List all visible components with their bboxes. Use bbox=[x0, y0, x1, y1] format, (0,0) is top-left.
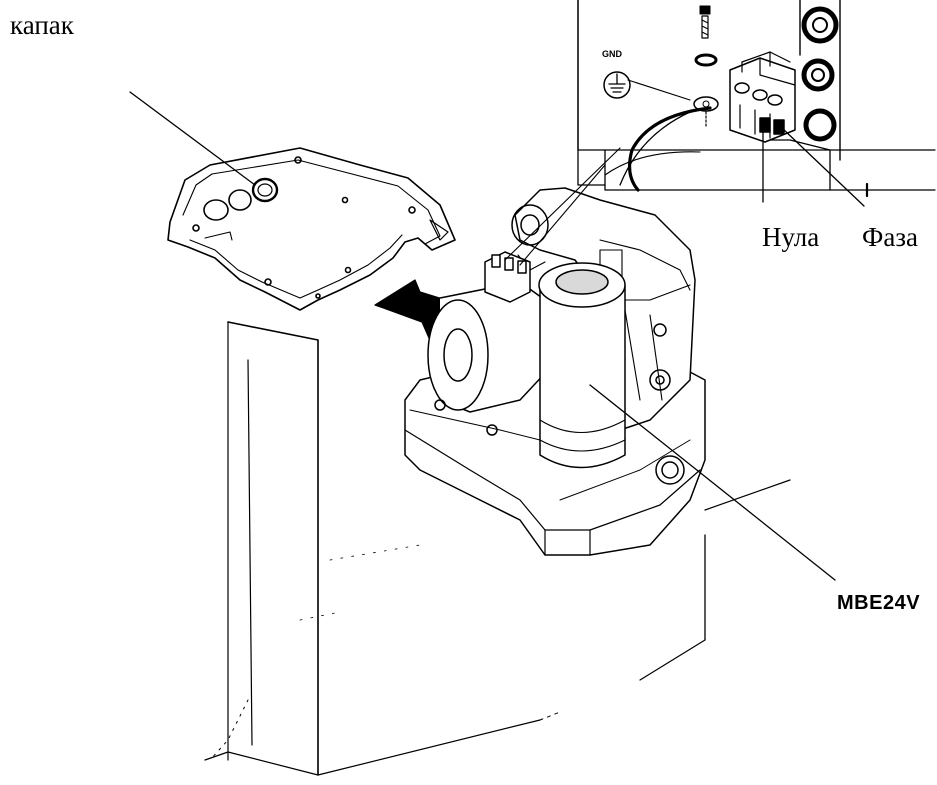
cable-gland bbox=[604, 0, 841, 176]
cover-leader-line bbox=[129, 91, 256, 186]
cover-hole bbox=[228, 189, 252, 211]
mounting-post bbox=[204, 321, 791, 776]
terminal-block bbox=[484, 251, 531, 303]
motor-model-label: MBE24V bbox=[837, 592, 921, 614]
terminal-block-detail bbox=[729, 51, 796, 143]
ground-symbol-icon bbox=[603, 71, 631, 99]
gate-operator-unit bbox=[404, 187, 706, 556]
cover-label: капак bbox=[10, 10, 74, 40]
gnd-label: GND bbox=[602, 49, 622, 59]
phase-label: Фаза bbox=[862, 222, 918, 252]
detail-inset bbox=[504, 0, 936, 266]
neutral-label: Нула bbox=[762, 222, 820, 252]
phase-leader-line bbox=[781, 127, 865, 207]
screw-icon bbox=[699, 5, 711, 39]
cover-plate bbox=[167, 147, 456, 311]
motor-leader-line bbox=[589, 384, 836, 581]
washer-icon bbox=[694, 53, 718, 67]
cover-hole bbox=[203, 199, 229, 221]
cover-hole bbox=[251, 177, 279, 203]
